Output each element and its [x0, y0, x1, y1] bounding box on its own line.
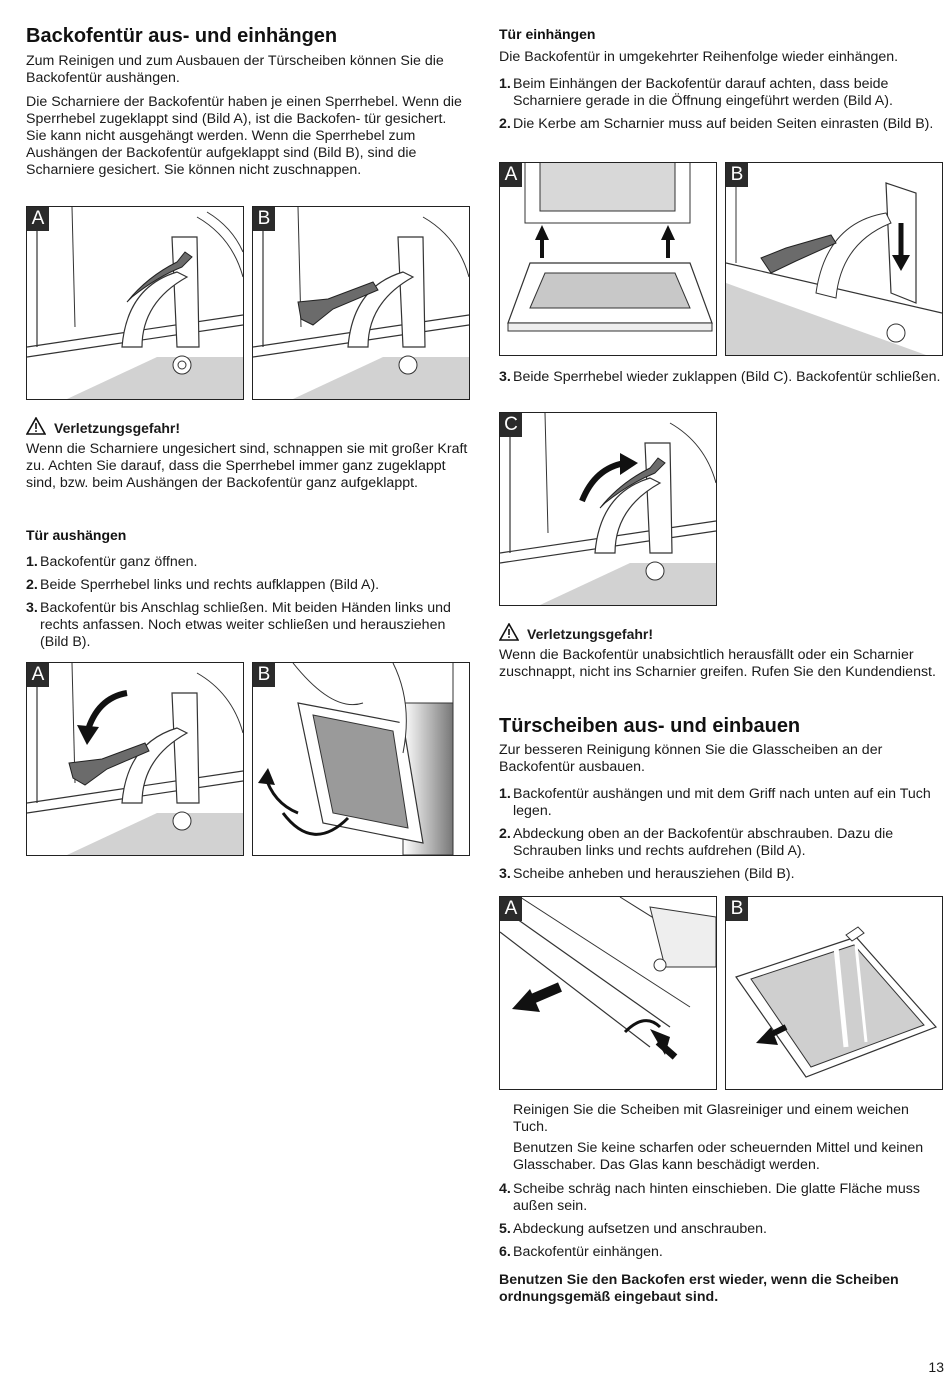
- list-item: 3.Scheibe anheben und herausziehen (Bild…: [499, 866, 795, 882]
- subtitle-hang-door: Tür einhängen: [499, 26, 596, 42]
- figure-label: B: [726, 897, 748, 921]
- warning-text: Wenn die Scharniere ungesichert sind, sc…: [26, 441, 468, 491]
- final-warning: Benutzen Sie den Backofen erst wieder, w…: [499, 1272, 899, 1305]
- figure-hinge-closed: A: [26, 206, 244, 400]
- figure-door-insert: A: [499, 162, 717, 356]
- cleaning-note: Reinigen Sie die Scheiben mit Glasreinig…: [513, 1102, 909, 1135]
- list-item: 5.Abdeckung aufsetzen und anschrauben.: [499, 1221, 767, 1237]
- figure-label: C: [500, 413, 522, 437]
- hang-intro: Die Backofentür in umgekehrter Reihenfol…: [499, 49, 899, 65]
- hang-steps: 1.Beim Einhängen der Backofentür darauf …: [499, 76, 945, 133]
- glass-steps: 1.Backofentür aushängen und mit dem Grif…: [499, 786, 945, 883]
- list-item: 2.Beide Sperrhebel links und rechts aufk…: [26, 577, 380, 593]
- reassembly-steps: 4.Scheibe schräg nach hinten einschieben…: [499, 1181, 945, 1261]
- figure-label: B: [253, 207, 275, 231]
- list-item: 4.Scheibe schräg nach hinten einschieben…: [499, 1181, 920, 1214]
- intro-paragraph: Zum Reinigen und zum Ausbauen der Türsch…: [26, 53, 444, 86]
- figure-label: B: [253, 663, 275, 687]
- figure-label: A: [27, 663, 49, 687]
- warning-heading: Verletzungsgefahr!: [25, 416, 181, 439]
- figure-cover-unscrew: A: [499, 896, 717, 1090]
- figure-lever-close: C: [499, 412, 717, 606]
- warning-triangle-icon: [25, 416, 47, 439]
- warning-title: Verletzungsgefahr!: [527, 626, 654, 642]
- figure-hinge-open: B: [252, 206, 470, 400]
- list-item: 2.Die Kerbe am Scharnier muss auf beiden…: [499, 116, 934, 132]
- remove-door-steps: 1.Backofentür ganz öffnen. 2.Beide Sperr…: [26, 554, 468, 651]
- list-item: 1.Backofentür aushängen und mit dem Grif…: [499, 786, 931, 819]
- list-item: 1.Backofentür ganz öffnen.: [26, 554, 198, 570]
- caution-note: Benutzen Sie keine scharfen oder scheuer…: [513, 1140, 924, 1173]
- glass-intro: Zur besseren Reinigung können Sie die Gl…: [499, 742, 883, 775]
- figure-label: A: [500, 163, 522, 187]
- figure-glass-remove: B: [725, 896, 943, 1090]
- list-item: 2.Abdeckung oben an der Backofentür absc…: [499, 826, 894, 859]
- warning-title: Verletzungsgefahr!: [54, 420, 181, 436]
- section-title: Backofentür aus- und einhängen: [26, 25, 338, 47]
- figure-label: A: [500, 897, 522, 921]
- page-number: 13: [928, 1359, 944, 1375]
- figure-door-remove: B: [252, 662, 470, 856]
- figure-lever-open: A: [26, 662, 244, 856]
- warning-triangle-icon: [498, 622, 520, 645]
- warning-text: Wenn die Backofentür unabsichtlich herau…: [499, 647, 936, 680]
- list-item: 6.Backofentür einhängen.: [499, 1244, 663, 1260]
- section-title-glass: Türscheiben aus- und einbauen: [499, 715, 801, 737]
- figure-label: B: [726, 163, 748, 187]
- list-item: 1.Beim Einhängen der Backofentür darauf …: [499, 76, 893, 109]
- figure-label: A: [27, 207, 49, 231]
- list-item: 3.Backofentür bis Anschlag schließen. Mi…: [26, 600, 451, 650]
- warning-heading: Verletzungsgefahr!: [498, 622, 654, 645]
- subtitle-remove-door: Tür aushängen: [26, 527, 127, 543]
- hinge-paragraph: Die Scharniere der Backofentür haben je …: [26, 94, 462, 178]
- figure-hinge-notch: B: [725, 162, 943, 356]
- hang-steps-cont: 3.Beide Sperrhebel wieder zuklappen (Bil…: [499, 369, 945, 386]
- list-item: 3.Beide Sperrhebel wieder zuklappen (Bil…: [499, 369, 941, 385]
